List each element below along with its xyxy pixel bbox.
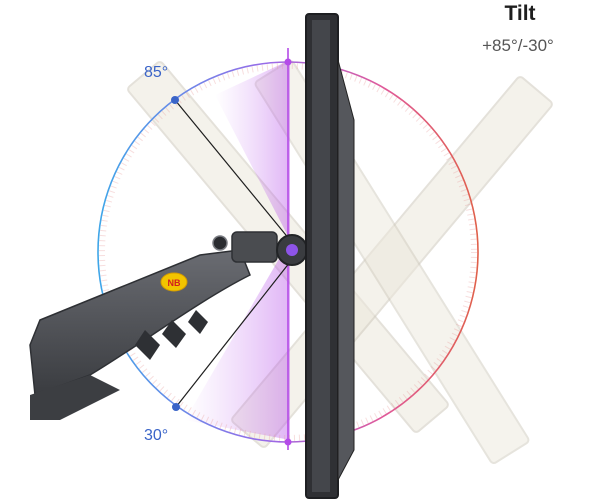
brand-logo-text: NB — [168, 278, 181, 288]
glow-upper — [215, 60, 290, 240]
glow-lower — [185, 240, 290, 440]
angle-label-up: 85° — [144, 64, 169, 81]
angle-line-up — [174, 99, 291, 241]
tilt-range-text: +85°/-30° — [482, 36, 554, 55]
monitor-arm — [29, 231, 308, 420]
axis-bottom-dot — [284, 438, 292, 446]
angle-line-down — [175, 261, 291, 408]
angle-dot-up — [171, 96, 179, 104]
axis-top-dot — [284, 58, 292, 66]
tilt-title: Tilt — [504, 2, 536, 25]
brand-logo: NB — [160, 272, 188, 292]
monitor — [305, 13, 355, 499]
angle-dot-down — [172, 403, 180, 411]
angle-label-down: 30° — [144, 427, 169, 444]
tick-ring — [99, 63, 477, 441]
